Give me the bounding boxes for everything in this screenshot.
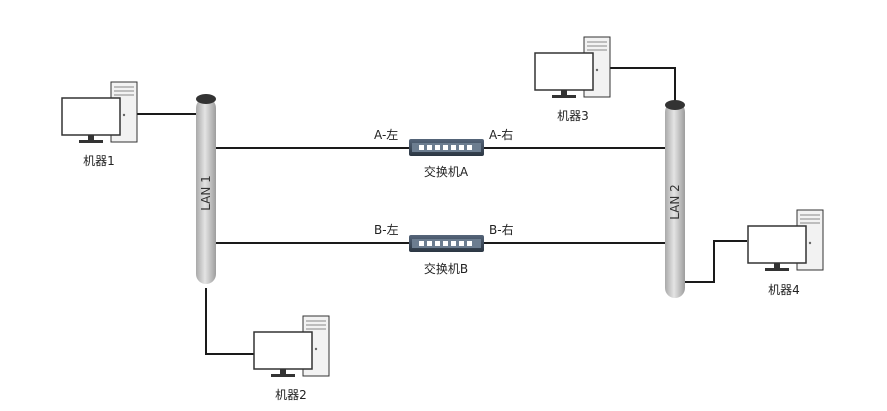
switch-a bbox=[409, 139, 484, 156]
lan-bus-lan1: LAN 1 bbox=[196, 94, 216, 284]
computer-m4 bbox=[747, 209, 824, 271]
computer-m2-label: 机器2 bbox=[275, 388, 307, 402]
cable-lan1-m2 bbox=[205, 288, 254, 355]
computer-icon bbox=[253, 315, 330, 377]
switch-b-left-port-label: B-左 bbox=[374, 222, 399, 237]
switch-a-left-port-label: A-左 bbox=[374, 127, 398, 142]
switch-a-label: 交换机A bbox=[424, 164, 469, 179]
switch-b-label: 交换机B bbox=[424, 261, 468, 276]
lan-bus-cap bbox=[665, 100, 685, 110]
lan-label: LAN 2 bbox=[668, 184, 682, 220]
computer-m1-label: 机器1 bbox=[83, 154, 115, 168]
computer-m3-label: 机器3 bbox=[557, 109, 589, 123]
switch-b bbox=[409, 235, 484, 252]
computer-m4-label: 机器4 bbox=[768, 283, 800, 297]
cable-m3-lan2 bbox=[610, 67, 676, 104]
lan-bus-lan2: LAN 2 bbox=[665, 100, 685, 298]
cables bbox=[136, 67, 747, 355]
switch-ports bbox=[419, 241, 472, 246]
computer-m2 bbox=[253, 315, 330, 377]
lan-label: LAN 1 bbox=[199, 175, 213, 211]
computer-icon bbox=[534, 36, 611, 98]
computer-m1 bbox=[61, 81, 138, 143]
lan-bus-cap bbox=[196, 94, 216, 104]
lan-bus-body bbox=[196, 98, 216, 284]
switch-ports bbox=[419, 145, 472, 150]
computer-icon bbox=[747, 209, 824, 271]
cable-lan2-m4 bbox=[684, 240, 747, 283]
computer-icon bbox=[61, 81, 138, 143]
lan-bus-body bbox=[665, 102, 685, 298]
switch-b-right-port-label: B-右 bbox=[489, 222, 514, 237]
computer-m3 bbox=[534, 36, 611, 98]
switch-a-right-port-label: A-右 bbox=[489, 127, 513, 142]
